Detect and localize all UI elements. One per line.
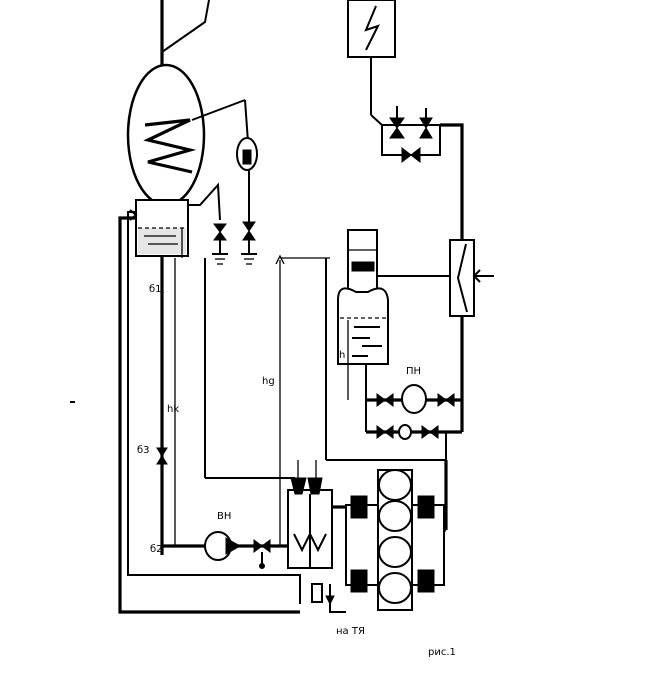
figure-caption: рис.1 [428,647,456,658]
label-hg: hg [262,376,275,387]
regulator-group[interactable] [370,106,441,164]
electric-heater [347,0,396,115]
separator [337,229,450,365]
drum [135,199,189,257]
label-h: h [339,350,345,361]
sample-valve-right[interactable] [241,221,257,265]
feed-valves[interactable] [376,393,455,440]
label-b2: б2 [150,544,163,555]
label-b1: б1 [149,284,162,295]
heat-exchanger-center [287,460,333,569]
sample-valve-left[interactable] [212,223,228,265]
heat-exchanger-right [449,239,494,317]
label-hk: hk [167,404,179,415]
label-vn: ВН [217,511,231,522]
circulation-pump[interactable]: ВН [204,511,242,561]
label-to-tya: на ТЯ [336,626,365,637]
pump-valve[interactable] [253,539,271,569]
label-b3: б3 [137,445,150,456]
valve-b3[interactable] [156,447,168,465]
fuel-assembly [332,460,448,611]
feed-pump[interactable]: ПН [401,366,427,414]
label-pn: ПН [406,366,421,377]
steam-generator [126,0,246,207]
